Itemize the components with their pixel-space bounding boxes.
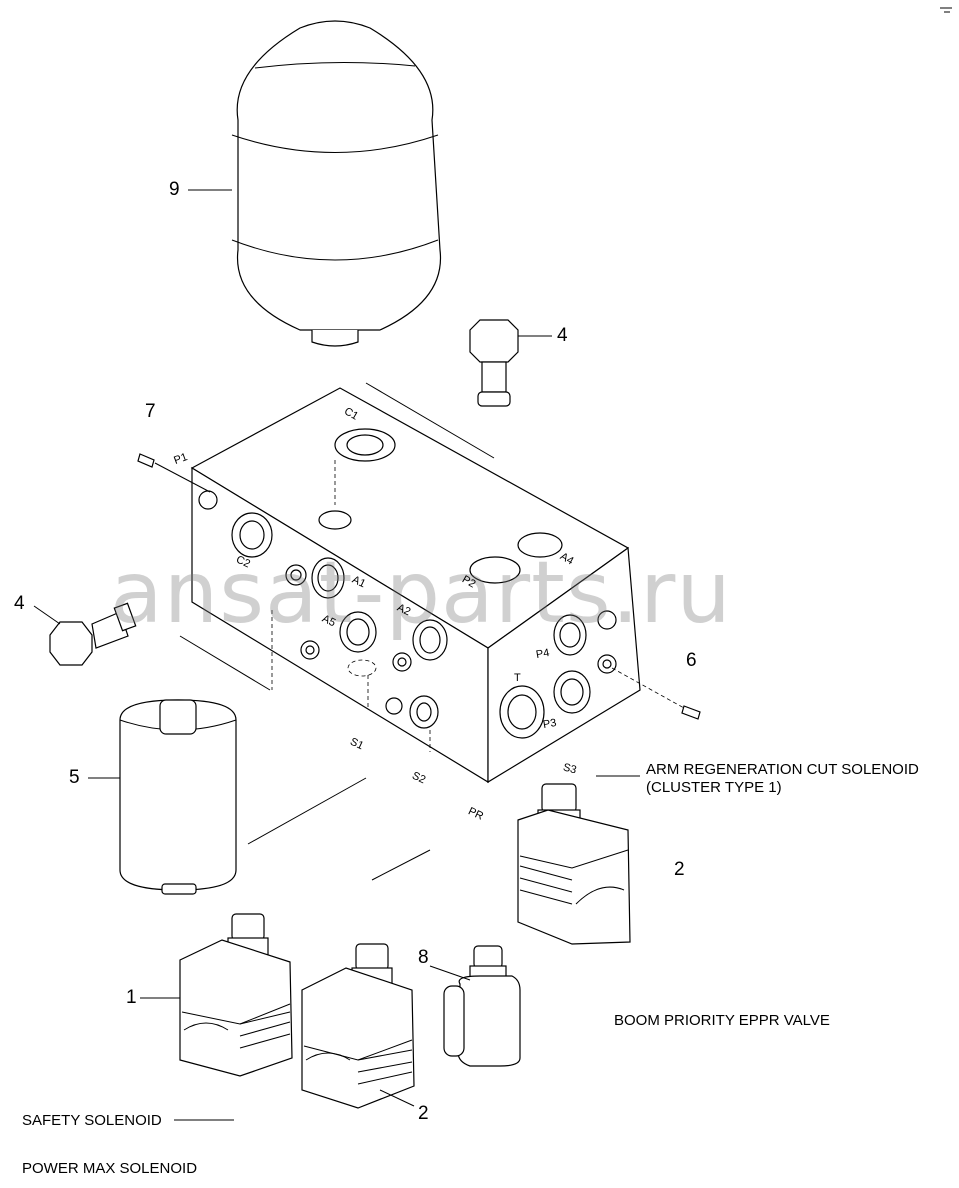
label-safety-solenoid: SAFETY SOLENOID (22, 1112, 162, 1129)
corner-mark (940, 7, 952, 13)
solenoid-part-2-right (517, 783, 631, 945)
filter-part-5 (119, 699, 237, 895)
label-boom-priority-eppr-valve: BOOM PRIORITY EPPR VALVE (614, 1012, 830, 1029)
set-screw-part-6 (611, 667, 701, 720)
solenoid-part-1 (179, 913, 293, 1077)
set-screw-part-7 (137, 453, 155, 468)
leader-8 (429, 965, 471, 981)
callout-5: 5 (69, 767, 80, 788)
callout-6: 6 (686, 650, 697, 671)
callout-1: 1 (126, 987, 137, 1008)
port-p4: P4 (535, 646, 551, 662)
port-p3: P3 (542, 716, 558, 732)
callout-7: 7 (145, 401, 156, 422)
solenoid-part-2-bottom (301, 943, 415, 1109)
label-cluster-type-1: (CLUSTER TYPE 1) (646, 779, 782, 796)
leader-2-bottom (379, 1089, 415, 1107)
port-t: T (514, 672, 521, 684)
plug-part-4-left (49, 602, 137, 666)
label-power-max-solenoid: POWER MAX SOLENOID (22, 1160, 198, 1177)
plug-part-4-top (469, 319, 519, 407)
leader-4-left (33, 605, 61, 625)
callout-4-left: 4 (14, 593, 25, 614)
manifold-valve-block (190, 387, 641, 784)
eppr-valve-part-8 (443, 945, 521, 1067)
callout-8: 8 (418, 947, 429, 968)
callout-2-bottom: 2 (418, 1103, 429, 1124)
callout-4-top: 4 (557, 325, 568, 346)
callout-2-right: 2 (674, 859, 685, 880)
label-arm-regeneration-cut-solenoid: ARM REGENERATION CUT SOLENOID (646, 761, 919, 778)
accumulator-part-9 (231, 20, 442, 347)
watermark: ansat-parts.ru (110, 543, 732, 643)
callout-9: 9 (169, 179, 180, 200)
